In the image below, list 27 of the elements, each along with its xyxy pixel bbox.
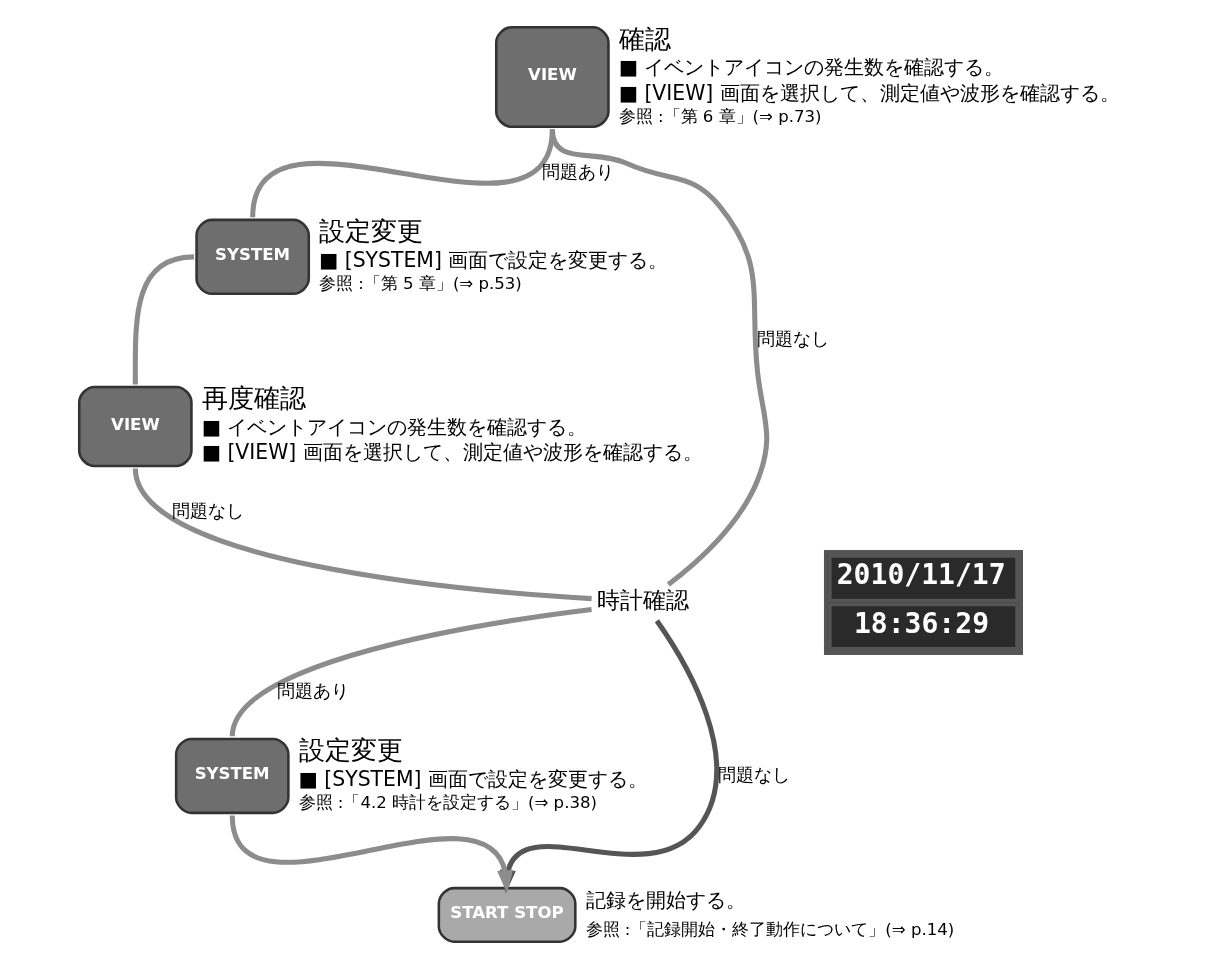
node-label: 参照 :「第 5 章」(⇒ p.53) [318, 274, 522, 294]
node-label: 参照 :「記録開始・終了動作について」(⇒ p.14) [585, 919, 955, 939]
node-label: 確認 [618, 23, 671, 54]
node-label: 記録を開始する。 [585, 887, 746, 912]
label: 18:36:29 [853, 606, 990, 640]
edge-label: 問題なし [172, 500, 245, 522]
node-label: ■ イベントアイコンの発生数を確認する。 [618, 55, 1005, 80]
edge-label: 問題あり [276, 680, 349, 702]
node-label: 参照 :「第 6 章」(⇒ p.73) [618, 107, 822, 127]
node-label: ■ [SYSTEM] 画面で設定を変更する。 [298, 766, 648, 791]
node-label: ■ [VIEW] 画面を選択して、測定値や波形を確認する。 [201, 440, 703, 465]
connector [229, 606, 592, 738]
node-label: ■ [SYSTEM] 画面で設定を変更する。 [318, 247, 669, 272]
node-text: 時計確認 [596, 587, 689, 614]
edge-label: 問題あり [541, 161, 614, 183]
node-label: 設定変更 [318, 216, 423, 247]
node-label: 参照 :「4.2 時計を設定する」(⇒ p.38) [298, 793, 597, 813]
connector [132, 254, 195, 385]
connector [549, 129, 770, 587]
connector [132, 467, 592, 602]
node-label: ■ [VIEW] 画面を選択して、測定値や波形を確認する。 [618, 80, 1120, 105]
node-label: ■ イベントアイコンの発生数を確認する。 [201, 414, 588, 439]
label: 2010/11/17 [836, 558, 1006, 592]
edge-label: 問題なし [757, 328, 830, 350]
edge-label: 問題なし [717, 763, 790, 785]
node-label: 設定変更 [298, 735, 403, 766]
node-label: 再度確認 [201, 383, 306, 414]
